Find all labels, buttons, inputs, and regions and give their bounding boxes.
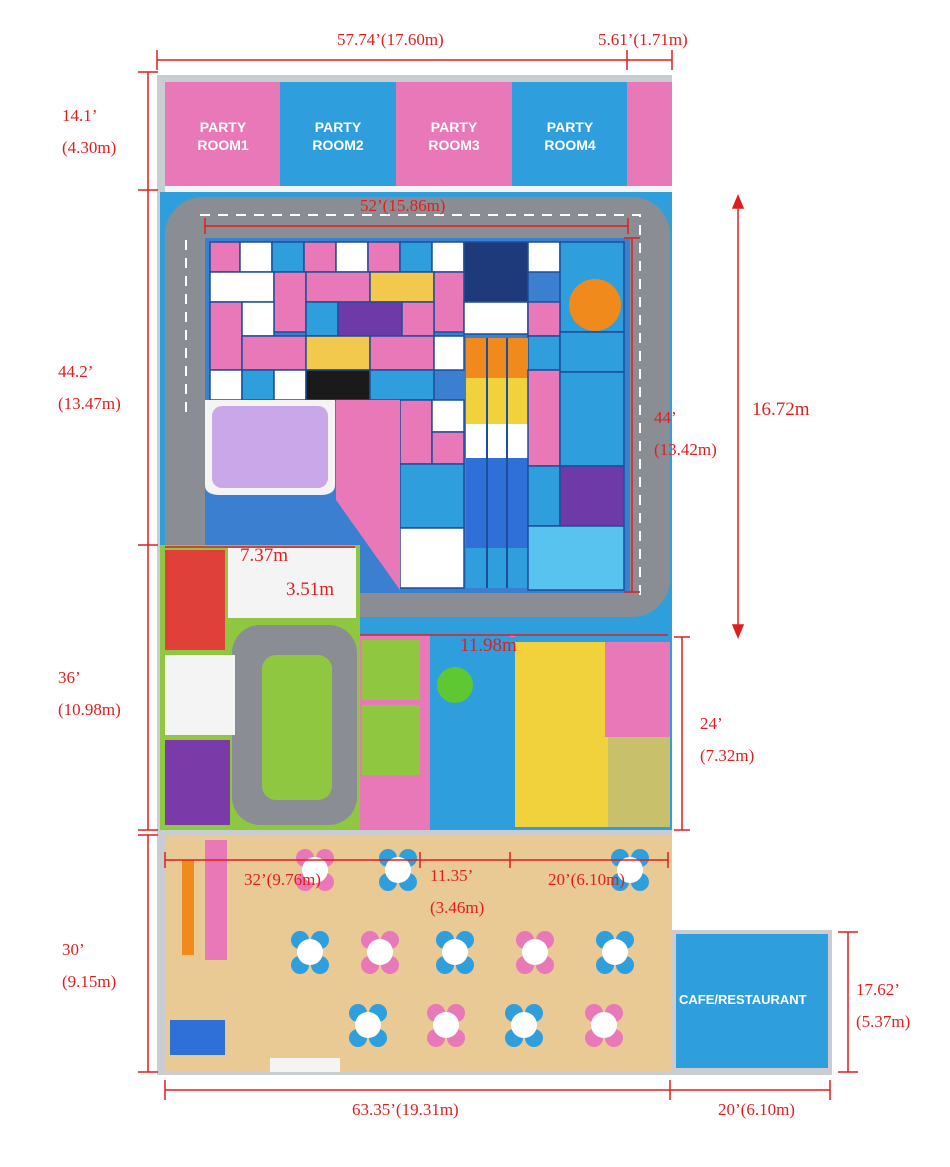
dim-mid-height-m: (10.98m) — [58, 700, 121, 719]
party-wall — [165, 186, 672, 192]
right-mid-pink — [605, 642, 670, 737]
dim-top-width: 57.74’(17.60m) — [337, 30, 444, 49]
dining-bench-2 — [182, 860, 194, 955]
dim-toddler-sub: 3.51m — [286, 579, 335, 600]
party-room-3-line2: ROOM3 — [428, 137, 480, 153]
party-room-4-line1: PARTY — [546, 119, 594, 135]
party-room-1-line2: ROOM1 — [197, 137, 249, 153]
dim-play-width: 52’(15.86m) — [360, 196, 446, 215]
dim-party-height-m: (4.30m) — [62, 138, 117, 157]
dim-dining-left: 32’(9.76m) — [244, 870, 321, 889]
party-room-4-label: PARTY ROOM4 — [527, 118, 613, 154]
dim-dining-height-m: (9.15m) — [62, 972, 117, 991]
party-room-3-line1: PARTY — [430, 119, 478, 135]
party-room-4 — [512, 82, 627, 190]
dim-inner-height-m: (13.42m) — [654, 440, 717, 459]
party-room-1 — [165, 82, 280, 190]
dim-top-side: 5.61’(1.71m) — [598, 30, 688, 49]
dining-bench — [205, 840, 227, 960]
dim-bottom-cafe: 20’(6.10m) — [718, 1100, 795, 1119]
middle-top-room — [362, 640, 420, 700]
dim-toddler-width: 7.37m — [240, 545, 289, 566]
right-mid-structure — [515, 642, 610, 827]
party-room-4-line2: ROOM4 — [544, 137, 596, 153]
party-room-3-label: PARTY ROOM3 — [411, 118, 497, 154]
spiral-slide — [569, 279, 621, 331]
dining-counter — [170, 1020, 225, 1055]
wave-slide — [466, 338, 528, 588]
toddler-house-1 — [165, 550, 225, 650]
toddler-top-structure — [228, 548, 356, 618]
cafe-label: CAFE/RESTAURANT — [679, 992, 807, 1007]
party-room-2 — [280, 82, 396, 190]
trampoline — [437, 667, 473, 703]
party-room-1-line1: PARTY — [199, 119, 247, 135]
dim-mid-width: 11.98m — [460, 635, 517, 656]
toddler-house-3 — [165, 740, 230, 825]
dim-cafe-height-ft: 17.62’ — [856, 980, 900, 999]
party-room-2-line2: ROOM2 — [312, 137, 364, 153]
middle-blue-lane — [430, 635, 510, 830]
party-room-2-label: PARTY ROOM2 — [295, 118, 381, 154]
dim-dining-height-ft: 30’ — [62, 940, 85, 959]
road-center-line — [185, 214, 641, 595]
ball-pit-lower — [608, 737, 670, 827]
party-room-side — [627, 82, 672, 190]
dim-mid-height-ft: 36’ — [58, 668, 81, 687]
dim-inner-height-ft: 44’ — [654, 408, 677, 427]
dim-party-height-ft: 14.1’ — [62, 106, 98, 125]
cafe-room — [676, 934, 828, 1068]
party-room-1-label: PARTY ROOM1 — [180, 118, 266, 154]
dim-cafe-height-m: (5.37m) — [856, 1012, 911, 1031]
dim-right-mid-ft: 24’ — [700, 714, 723, 733]
dim-dining-right: 20’(6.10m) — [548, 870, 625, 889]
dimension-lines — [138, 50, 858, 1100]
party-room-3 — [396, 82, 512, 190]
ball-pit-balls — [212, 406, 328, 488]
dim-dining-mid-m: (3.46m) — [430, 898, 485, 917]
middle-green-room — [362, 705, 420, 775]
dim-bottom-width: 63.35’(19.31m) — [352, 1100, 459, 1119]
toddler-inner-road — [262, 655, 332, 800]
dim-right-mid-m: (7.32m) — [700, 746, 755, 765]
dim-play-height-ft: 44.2’ — [58, 362, 94, 381]
entrance-mat — [270, 1058, 340, 1072]
dim-play-height-m: (13.47m) — [58, 394, 121, 413]
dining-tables — [291, 849, 649, 1047]
toddler-house-2 — [165, 655, 235, 735]
dim-right-total: 16.72m — [752, 399, 810, 420]
party-room-2-line1: PARTY — [314, 119, 362, 135]
dim-dining-mid-ft: 11.35’ — [430, 866, 474, 885]
pink-ramp — [336, 400, 400, 590]
play-structure-grid — [209, 241, 625, 401]
